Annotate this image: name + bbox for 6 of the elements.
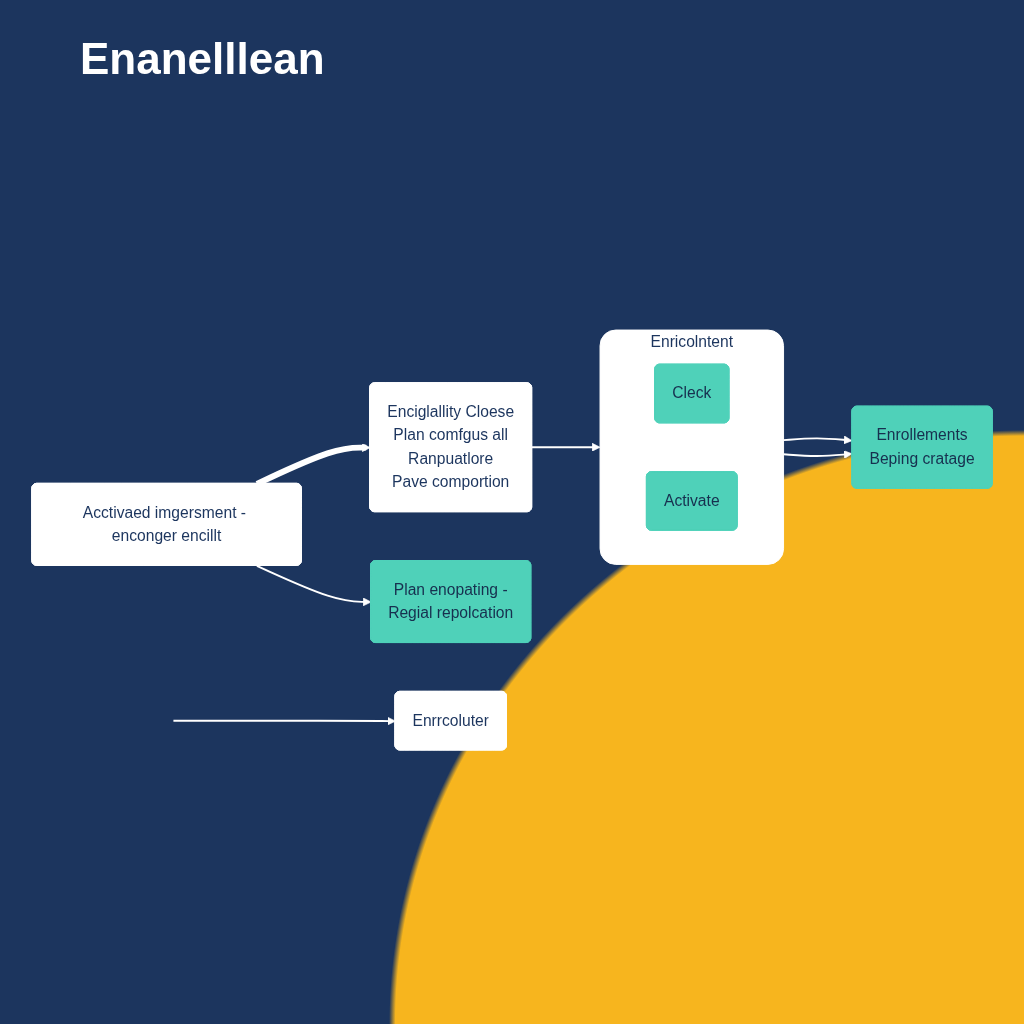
arrow bbox=[172, 716, 396, 726]
arrow bbox=[255, 564, 372, 607]
arrow bbox=[782, 435, 853, 445]
arrow bbox=[782, 450, 853, 459]
title: Enanelllean bbox=[80, 34, 325, 84]
arrow bbox=[530, 442, 601, 452]
